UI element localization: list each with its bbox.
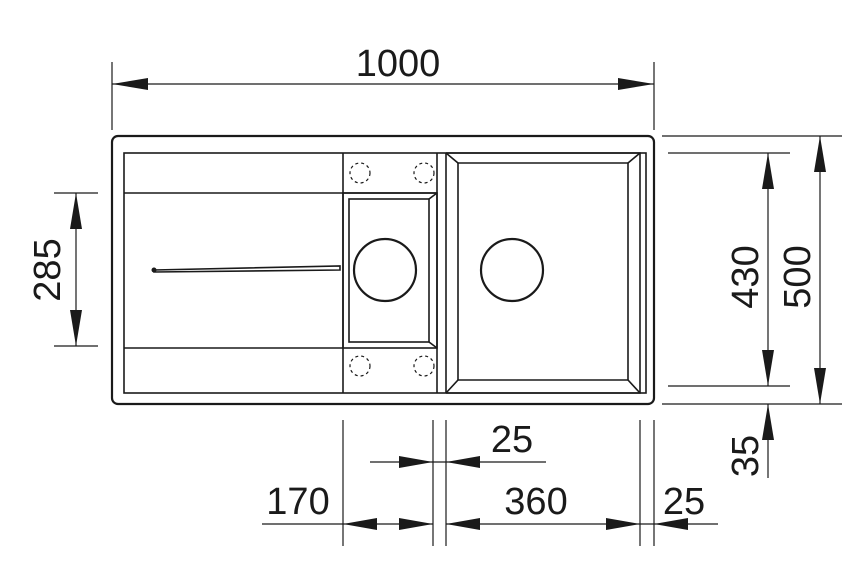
bowl-divider [436,153,447,393]
small-bowl-width-label: 170 [266,481,329,523]
dim-depth-overall: 500 [662,135,842,405]
tap-hole-marker [349,355,371,377]
small-bowl-drain [352,237,418,303]
large-bowl-drain [479,237,545,303]
dim-depth-left: 285 [27,192,98,347]
large-bowl [445,152,641,394]
tap-hole-marker [413,162,435,184]
dim-bottom-extension-lines [342,420,655,546]
overall-width-label: 1000 [356,43,441,85]
tap-holes [343,162,437,377]
rim-offset-label: 35 [725,435,767,477]
gap-label: 25 [491,419,533,461]
depth-overall-label: 500 [777,245,819,308]
drainer-groove [153,265,341,273]
dim-overall-width: 1000 [111,43,655,130]
tap-hole-marker [349,162,371,184]
depth-left-label: 285 [27,238,69,301]
dim-gap: 25 [370,419,546,468]
sink-outline [110,134,656,406]
drainer-area [124,153,344,393]
small-bowl [342,192,438,349]
dim-bowl-widths: 170 360 25 [262,481,718,530]
right-edge-label: 25 [663,481,705,523]
large-bowl-width-label: 360 [504,481,567,523]
depth-bowl-label: 430 [725,245,767,308]
dim-rim-offset: 35 [725,404,774,478]
tap-hole-marker [413,355,435,377]
dim-depth-bowl: 430 [668,152,790,387]
